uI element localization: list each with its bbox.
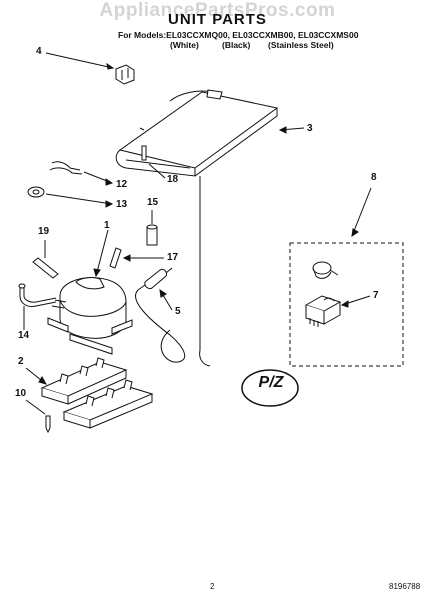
part-5-strainer [135,267,186,363]
callout-2: 2 [18,356,24,367]
callout-3: 3 [307,123,313,134]
callout-14: 14 [18,330,30,341]
page-title: UNIT PARTS [168,11,267,28]
leader-line [25,399,46,415]
variant-stainless: (Stainless Steel) [268,40,334,50]
logo-emblem [241,369,299,407]
part-12-clip [49,161,114,186]
callout-15: 15 [147,197,159,208]
part-18-screw [141,145,166,179]
document-number: 8196788 [389,582,421,591]
part-17-tube [109,247,164,269]
variant-black: (Black) [222,40,251,50]
callout-12: 12 [116,179,128,190]
leader-line [148,163,166,179]
part-1-compressor [47,229,133,355]
part-15-drier [146,210,158,246]
leader-line [45,52,114,69]
leader-line [45,193,113,205]
part-13-washer [27,186,114,208]
models-line: For Models:EL03CCXMQ00, EL03CCXMB00, EL0… [118,30,359,40]
part-2-base [25,357,154,429]
leader-line [95,229,109,277]
site-watermark: AppliancePartsPros.com [99,0,336,21]
part-8-control-assembly [289,187,404,367]
callout-13: 13 [116,199,128,210]
variant-white: (White) [170,40,199,50]
part-7-thermostat [304,295,371,327]
callout-4: 4 [36,46,42,57]
callout-17: 17 [167,252,179,263]
callout-18: 18 [167,174,179,185]
part-10-screw [25,399,51,434]
part-4-bracket [45,52,135,85]
part-3-evaporator [115,89,305,367]
part-14-tube [18,283,57,330]
callout-5: 5 [175,306,181,317]
leader-line [351,187,372,237]
callout-10: 10 [15,388,27,399]
callout-1: 1 [104,220,110,231]
page-number: 2 [210,582,215,591]
callout-8: 8 [371,172,377,183]
callout-7: 7 [373,290,379,301]
callout-19: 19 [38,226,50,237]
part-19-bolt [32,240,59,279]
logo-text: P/Z [258,374,284,391]
